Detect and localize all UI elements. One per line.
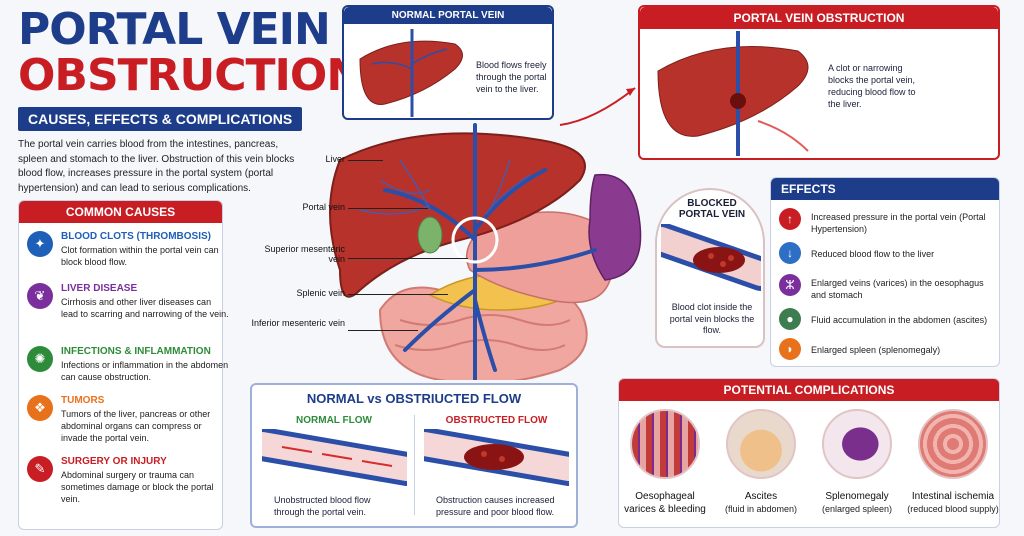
effect-item: ◗ Enlarged spleen (splenomegaly) xyxy=(779,338,999,364)
normal-panel-text: Blood flows freely through the portal ve… xyxy=(476,60,547,95)
cause-title: BLOOD CLOTS (THROMBOSIS) xyxy=(61,231,211,242)
droplet-icon: ● xyxy=(779,308,801,330)
effect-text: Fluid accumulation in the abdomen (ascit… xyxy=(811,315,988,325)
effect-text: Enlarged spleen (splenomegaly) xyxy=(811,345,941,355)
obstruction-panel-title: PORTAL VEIN OBSTRUCTION xyxy=(640,7,998,29)
splenomegaly-image xyxy=(822,409,892,479)
leader-line xyxy=(348,294,448,295)
normal-flow-caption: Unobstructed blood flow through the port… xyxy=(274,495,371,517)
liver-icon: ❦ xyxy=(27,283,53,309)
complication-name: Ascites xyxy=(744,491,778,502)
complication-ischemia: Intestinal ischemia (reduced blood suppl… xyxy=(907,409,999,514)
cause-desc: Abdominal surgery or trauma can sometime… xyxy=(61,470,214,505)
effect-item: ● Fluid accumulation in the abdomen (asc… xyxy=(779,308,999,334)
complication-varices: Oesophageal varices & bleeding xyxy=(619,409,711,516)
complication-name: Oesophageal varices & bleeding xyxy=(624,491,706,515)
cause-title: LIVER DISEASE xyxy=(61,283,138,294)
complication-name: Splenomegaly xyxy=(825,491,889,502)
obstruction-panel-text: A clot or narrowing blocks the portal ve… xyxy=(828,63,916,110)
cause-title: SURGERY OR INJURY xyxy=(61,456,167,467)
liver-shape xyxy=(329,132,586,298)
leader-line xyxy=(348,208,428,209)
blocked-vein-inset: BLOCKED PORTAL VEIN Blood clot inside th… xyxy=(655,188,765,348)
cause-surgery: ✎ SURGERY OR INJURY Abdominal surgery or… xyxy=(27,456,223,516)
scalpel-icon: ✎ xyxy=(27,456,53,482)
complications-panel: POTENTIAL COMPLICATIONS Oesophageal vari… xyxy=(618,378,1000,528)
anatomy-illustration xyxy=(329,123,642,380)
normal-flow-illustration xyxy=(262,429,407,486)
divider xyxy=(414,415,415,515)
normal-liver-illustration xyxy=(359,29,463,117)
complication-sub: (fluid in abdomen) xyxy=(724,503,798,514)
complication-ascites: Ascites (fluid in abdomen) xyxy=(715,409,807,514)
obstructed-liver-illustration xyxy=(657,31,809,156)
effect-text: Increased pressure in the portal vein (P… xyxy=(811,212,986,235)
flow-comparison-panel: NORMAL vs OBSTRIUCTED FLOW NORMAL FLOW U… xyxy=(250,383,578,528)
normal-flow-title: NORMAL FLOW xyxy=(296,415,372,426)
cause-desc: Infections or inflammation in the abdome… xyxy=(61,360,229,383)
complication-sub: (enlarged spleen) xyxy=(821,503,893,514)
obstructed-flow-title: OBSTRUCTED FLOW xyxy=(445,415,548,426)
cause-desc: Tumors of the liver, pancreas or other a… xyxy=(61,409,211,444)
effect-item: ↓ Reduced blood flow to the liver xyxy=(779,242,999,268)
complication-name: Intestinal ischemia xyxy=(911,491,995,502)
label-portal-vein: Portal vein xyxy=(302,202,345,212)
common-causes-panel: COMMON CAUSES ✦ BLOOD CLOTS (THROMBOSIS)… xyxy=(18,200,229,530)
label-superior-mesenteric: Superior mesenteric vein xyxy=(264,244,345,264)
cause-desc: Clot formation within the portal vein ca… xyxy=(61,245,219,268)
cause-infections: ✺ INFECTIONS & INFLAMMATION Infections o… xyxy=(27,346,228,396)
varices-image xyxy=(630,409,700,479)
arrow-down-icon: ↓ xyxy=(779,242,801,264)
normal-panel-title: NORMAL PORTAL VEIN xyxy=(344,7,552,24)
cause-title: INFECTIONS & INFLAMMATION xyxy=(61,346,211,357)
subtitle-bar: CAUSES, EFFECTS & COMPLICATIONS xyxy=(18,107,303,131)
veins-icon: ⵣ xyxy=(779,274,801,296)
portal-vein-system xyxy=(383,123,597,380)
ascites-image xyxy=(726,409,796,479)
virus-icon: ✺ xyxy=(27,346,53,372)
page-title-line1: PORTAL VEIN xyxy=(18,4,331,55)
cause-tumors: ❖ TUMORS Tumors of the liver, pancreas o… xyxy=(27,395,223,455)
portal-vein-obstruction-panel: PORTAL VEIN OBSTRUCTION A clot or narrow… xyxy=(638,5,1000,160)
page-title-line2: OBSTRUCTION xyxy=(18,50,363,101)
obstructed-flow-illustration xyxy=(424,429,569,486)
spleen-icon: ◗ xyxy=(779,338,801,360)
label-inferior-mesenteric: Inferior mesenteric vein xyxy=(251,318,345,328)
leader-line xyxy=(348,160,383,161)
cause-title: TUMORS xyxy=(61,395,105,406)
effect-item: ↑ Increased pressure in the portal vein … xyxy=(779,208,999,238)
blocked-vein-illustration xyxy=(661,224,761,291)
label-liver: Liver xyxy=(325,154,345,164)
connector-arrow xyxy=(559,87,636,126)
intro-text: The portal vein carries blood from the i… xyxy=(18,139,295,194)
leader-line xyxy=(348,258,468,259)
flow-title: NORMAL vs OBSTRIUCTED FLOW xyxy=(306,391,522,406)
blood-clot-icon: ✦ xyxy=(27,231,53,257)
label-splenic-vein: Splenic vein xyxy=(296,288,345,298)
complication-splenomegaly: Splenomegaly (enlarged spleen) xyxy=(811,409,903,514)
cause-blood-clots: ✦ BLOOD CLOTS (THROMBOSIS) Clot formatio… xyxy=(27,231,223,287)
cause-desc: Cirrhosis and other liver diseases can l… xyxy=(61,297,229,320)
effect-item: ⵣ Enlarged veins (varices) in the oesoph… xyxy=(779,274,999,304)
ischemia-image xyxy=(918,409,988,479)
blocked-caption: Blood clot inside the portal vein blocks… xyxy=(669,302,755,336)
stomach-shape xyxy=(465,211,614,304)
effects-title: EFFECTS xyxy=(771,178,999,200)
leader-line xyxy=(348,330,418,331)
normal-portal-vein-panel: NORMAL PORTAL VEIN Blood flows freely th… xyxy=(342,5,554,120)
obstructed-flow-caption: Obstruction causes increased pressure an… xyxy=(436,495,555,517)
effects-panel: EFFECTS ↑ Increased pressure in the port… xyxy=(770,177,1000,367)
effect-text: Reduced blood flow to the liver xyxy=(811,249,935,259)
complications-title: POTENTIAL COMPLICATIONS xyxy=(619,379,999,401)
arrow-up-icon: ↑ xyxy=(779,208,801,230)
spleen-shape xyxy=(588,173,642,281)
effect-text: Enlarged veins (varices) in the oesophag… xyxy=(811,278,984,301)
tumor-icon: ❖ xyxy=(27,395,53,421)
cause-liver-disease: ❦ LIVER DISEASE Cirrhosis and other live… xyxy=(27,283,229,343)
common-causes-title: COMMON CAUSES xyxy=(19,201,222,223)
complication-sub: (reduced blood supply) xyxy=(907,503,999,514)
blocked-title: BLOCKED PORTAL VEIN xyxy=(678,198,746,220)
